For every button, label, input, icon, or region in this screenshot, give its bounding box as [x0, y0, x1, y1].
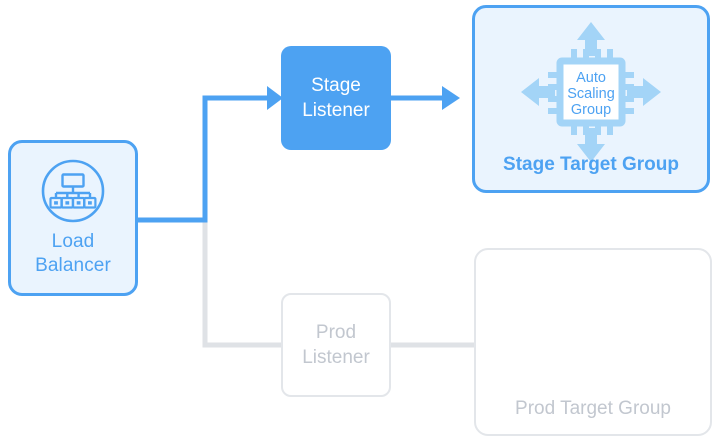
prod-listener-label-line2: Listener — [302, 347, 370, 368]
node-load-balancer[interactable]: Load Balancer — [8, 140, 138, 296]
stage-target-group-label: Stage Target Group — [503, 154, 679, 175]
prod-target-group-label: Prod Target Group — [515, 398, 671, 419]
node-stage-target-group[interactable]: Auto Scaling Group Stage Target Group — [472, 5, 710, 193]
load-balancer-label-line2: Balancer — [35, 255, 111, 276]
load-balancer-label: Load Balancer — [35, 230, 111, 278]
node-prod-target-group[interactable]: Prod Target Group — [474, 248, 712, 436]
load-balancer-hierarchy-icon — [40, 158, 106, 224]
stage-listener-label-line2: Listener — [302, 100, 370, 121]
connector-load-balancer-to-prod-listener — [138, 217, 281, 348]
chip-label-line3: Group — [571, 102, 611, 118]
node-stage-listener[interactable]: Stage Listener — [281, 46, 391, 150]
chip-label-line1: Auto — [576, 70, 606, 86]
connector-load-balancer-to-stage-listener — [138, 95, 267, 223]
node-prod-listener[interactable]: Prod Listener — [281, 293, 391, 397]
arrowhead-to-stage-target-group — [442, 86, 460, 110]
load-balancer-label-line1: Load — [51, 231, 95, 252]
auto-scaling-chip-icon: Auto Scaling Group — [515, 16, 667, 168]
stage-listener-label-line1: Stage — [311, 75, 361, 96]
prod-listener-label-line1: Prod — [315, 322, 357, 343]
chip-label-line2: Scaling — [567, 86, 615, 102]
